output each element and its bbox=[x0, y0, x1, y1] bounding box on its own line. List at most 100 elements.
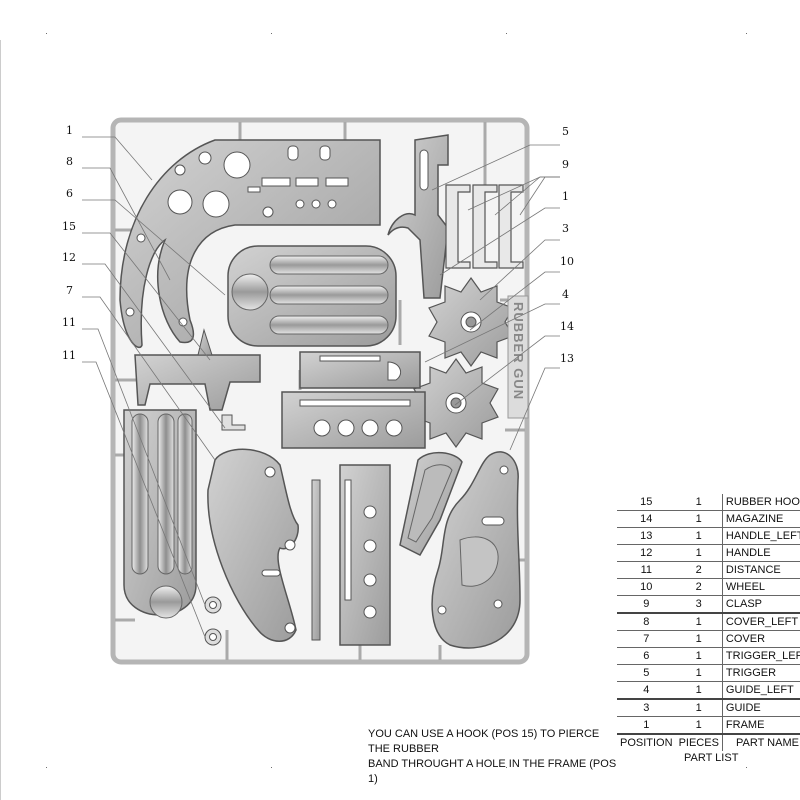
part-position: 1 bbox=[617, 716, 676, 735]
part-pieces: 2 bbox=[675, 578, 723, 596]
tick-mark: · bbox=[745, 28, 748, 38]
part-position: 3 bbox=[617, 699, 676, 717]
header-part-name: PART NAME bbox=[721, 734, 800, 751]
part-vertical-guide bbox=[311, 464, 391, 646]
part-pieces: 1 bbox=[675, 647, 723, 665]
callout-1-right: 1 bbox=[562, 190, 569, 203]
part-pieces: 1 bbox=[675, 699, 723, 717]
part-pieces: 1 bbox=[675, 630, 723, 648]
part-name: WHEEL bbox=[721, 578, 800, 596]
part-pieces: 1 bbox=[675, 510, 723, 528]
part-position: 5 bbox=[617, 664, 676, 682]
part-name: FRAME bbox=[721, 716, 800, 735]
tick-mark: · bbox=[270, 28, 273, 38]
part-name: DISTANCE bbox=[721, 561, 800, 579]
assembly-note: YOU CAN USE A HOOK (POS 15) TO PIERCE TH… bbox=[368, 727, 620, 787]
part-pieces: 2 bbox=[675, 561, 723, 579]
part-pieces: 1 bbox=[675, 664, 723, 682]
callout-11-a: 11 bbox=[62, 316, 76, 329]
part-position: 15 bbox=[617, 494, 676, 511]
part-name: HANDLE_LEFT bbox=[721, 527, 800, 545]
leader-lines bbox=[82, 136, 560, 638]
part-handle-left bbox=[431, 451, 521, 649]
part-name: RUBBER HOOK bbox=[721, 494, 800, 511]
part-pieces: 1 bbox=[675, 681, 723, 700]
callout-7: 7 bbox=[66, 284, 73, 297]
tick-mark: · bbox=[45, 28, 48, 38]
part-name: HANDLE bbox=[721, 544, 800, 562]
rubber-gun-label: RUBBER GUN bbox=[511, 302, 526, 400]
part-position: 11 bbox=[617, 561, 676, 579]
callout-9: 9 bbox=[562, 158, 569, 171]
part-magazine bbox=[399, 451, 463, 556]
part-handle bbox=[207, 448, 299, 642]
callout-6: 6 bbox=[66, 187, 73, 200]
part-position: 7 bbox=[617, 630, 676, 648]
part-pieces: 1 bbox=[675, 527, 723, 545]
part-cover-left bbox=[123, 409, 197, 619]
part-name: GUIDE_LEFT bbox=[721, 681, 800, 700]
part-position: 14 bbox=[617, 510, 676, 528]
part-position: 13 bbox=[617, 527, 676, 545]
part-position: 12 bbox=[617, 544, 676, 562]
callout-5: 5 bbox=[562, 125, 569, 138]
part-pieces: 3 bbox=[675, 595, 723, 614]
tick-mark: · bbox=[45, 762, 48, 772]
part-frame bbox=[119, 139, 381, 349]
part-distance bbox=[204, 596, 222, 646]
callout-1-frame: 1 bbox=[66, 124, 73, 137]
callout-10: 10 bbox=[560, 255, 574, 268]
part-cover bbox=[227, 245, 397, 347]
part-name: GUIDE bbox=[721, 699, 800, 717]
part-position: 8 bbox=[617, 613, 676, 631]
tick-mark: · bbox=[505, 762, 508, 772]
part-pieces: 1 bbox=[675, 494, 723, 511]
tick-mark: · bbox=[745, 762, 748, 772]
assembly-note-line-2: BAND THROUGHT A HOLE IN THE FRAME (POS 1… bbox=[368, 758, 617, 785]
parts-list-caption: PART LIST bbox=[684, 752, 739, 764]
part-pieces: 1 bbox=[675, 716, 723, 735]
callout-14: 14 bbox=[560, 320, 574, 333]
header-position: POSITION bbox=[620, 737, 673, 749]
part-pieces: 1 bbox=[675, 613, 723, 631]
part-guide-left bbox=[281, 391, 426, 449]
part-position: 10 bbox=[617, 578, 676, 596]
part-position: 6 bbox=[617, 647, 676, 665]
part-position: 9 bbox=[617, 595, 676, 614]
part-name: CLASP bbox=[721, 595, 800, 614]
part-name: COVER bbox=[721, 630, 800, 648]
callout-13: 13 bbox=[560, 352, 574, 365]
part-name: TRIGGER_LEFT bbox=[721, 647, 800, 665]
part-pieces: 1 bbox=[675, 544, 723, 562]
tick-mark: · bbox=[505, 28, 508, 38]
part-name: COVER_LEFT bbox=[721, 613, 800, 631]
callout-12: 12 bbox=[62, 251, 76, 264]
part-name: MAGAZINE bbox=[721, 510, 800, 528]
header-pieces: PIECES bbox=[678, 737, 719, 749]
tick-mark: · bbox=[270, 762, 273, 772]
part-wheel bbox=[413, 276, 514, 449]
callout-4: 4 bbox=[562, 288, 569, 301]
callout-11-b: 11 bbox=[62, 349, 76, 362]
assembly-note-line-1: YOU CAN USE A HOOK (POS 15) TO PIERCE TH… bbox=[368, 728, 600, 755]
callout-numbers: 1 8 6 15 12 7 11 11 5 9 1 3 10 4 14 13 bbox=[62, 124, 574, 365]
callout-3: 3 bbox=[562, 222, 569, 235]
part-clasps bbox=[445, 184, 524, 269]
